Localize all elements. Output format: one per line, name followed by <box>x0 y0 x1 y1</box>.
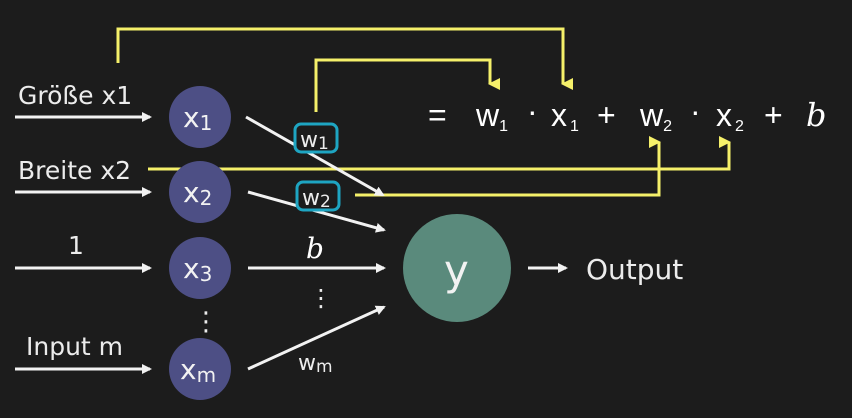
output-label: Output <box>586 253 683 286</box>
input-node-1: x1 <box>169 86 231 148</box>
input-node-2: x2 <box>169 161 231 223</box>
equation-dot-1: · <box>527 93 538 129</box>
svg-text:xm: xm <box>180 353 216 387</box>
connector-x2-to-equation <box>148 136 731 171</box>
equation-bias: b <box>806 96 826 134</box>
edge-ellipsis: ⋮ <box>309 284 333 312</box>
input-label-3: 1 <box>68 231 84 260</box>
highlight-connectors <box>116 27 731 197</box>
svg-text:w2: w2 <box>302 186 331 212</box>
weight-label-bias: b <box>306 232 324 265</box>
equation-equals: = <box>428 97 447 133</box>
svg-text:x1: x1 <box>183 101 212 135</box>
equation-w2: w2 <box>639 97 672 135</box>
input-label-2: Breite x2 <box>18 156 131 185</box>
connector-w1-to-equation <box>314 58 500 112</box>
weight-label-w1: w1 <box>293 122 339 154</box>
svg-text:x2: x2 <box>183 176 212 210</box>
input-ellipsis: ⋮ <box>193 307 219 337</box>
input-node-3: x3 <box>169 237 231 299</box>
equation-plus-2: + <box>764 97 783 133</box>
svg-text:y: y <box>444 246 469 295</box>
connector-x1-to-equation <box>116 27 573 90</box>
edge-x1-y <box>245 115 385 197</box>
weight-label-w2: w2 <box>295 180 341 212</box>
edge-xm-y <box>247 305 386 371</box>
connector-w2-to-equation <box>355 136 661 197</box>
input-node-m: xm <box>169 338 231 400</box>
output-node: y <box>403 214 511 322</box>
equation-w1: w1 <box>475 97 508 135</box>
equation-plus-1: + <box>597 97 616 133</box>
input-label-1: Größe x1 <box>18 81 132 110</box>
svg-text:w1: w1 <box>300 128 329 154</box>
equation-dot-2: · <box>690 93 701 129</box>
svg-text:x3: x3 <box>183 252 212 286</box>
weight-label-wm: wm <box>298 351 333 377</box>
input-label-m: Input m <box>26 332 123 361</box>
